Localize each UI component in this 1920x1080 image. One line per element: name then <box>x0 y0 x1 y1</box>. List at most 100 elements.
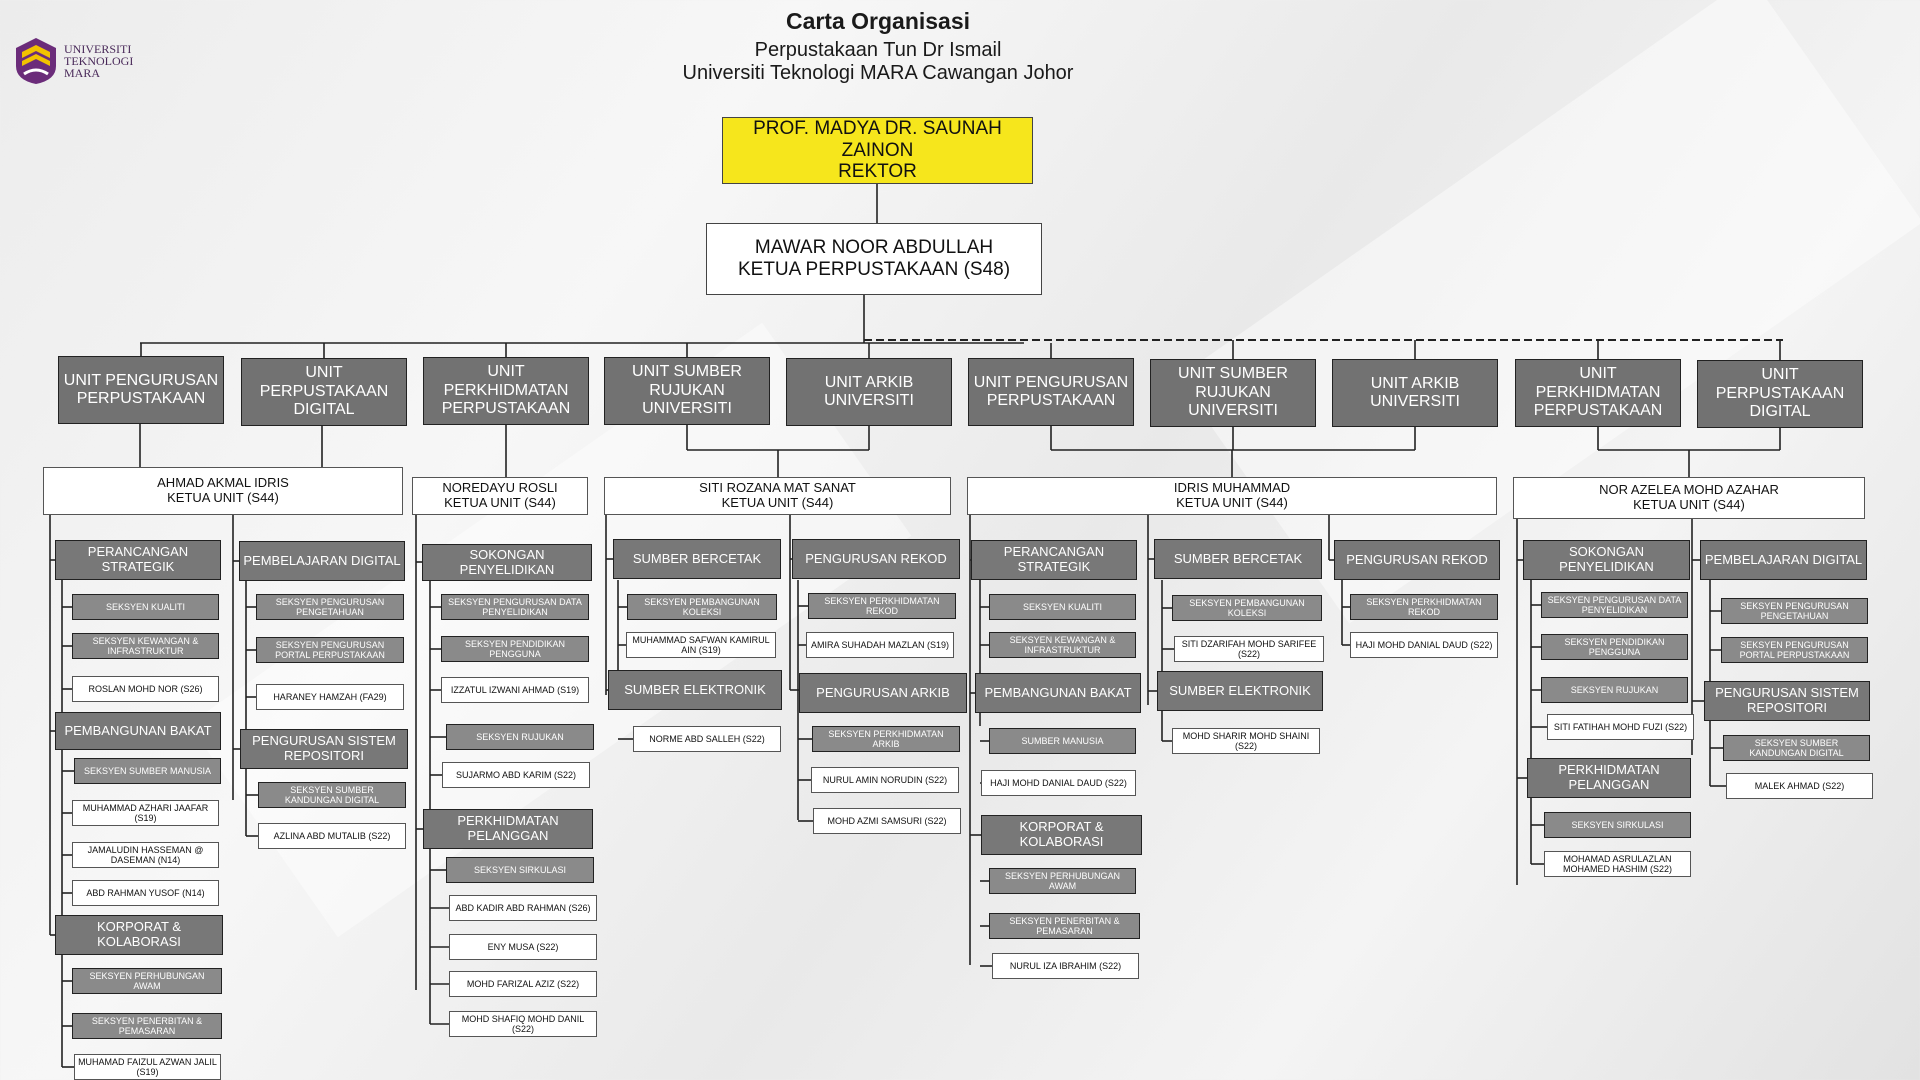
section-box: SUMBER ELEKTRONIK <box>608 670 782 710</box>
uitm-crest-icon <box>16 38 56 84</box>
staff-name: MOHD SHAFIQ MOHD DANIL (S22) <box>461 1013 585 1034</box>
section-box: PENGURUSAN REKOD <box>1334 540 1500 580</box>
staff-box: MOHD SHARIR MOHD SHAINI (S22) <box>1172 728 1320 754</box>
staff-box: MOHD AZMI SAMSURI (S22) <box>813 808 961 834</box>
subsection-label: SEKSYEN KUALITI <box>105 601 186 612</box>
subsection-box: SEKSYEN KEWANGAN & INFRASTRUKTUR <box>989 632 1136 658</box>
staff-box: HAJI MOHD DANIAL DAUD (S22) <box>1350 632 1498 658</box>
section-label: PEMBELAJARAN DIGITAL <box>243 552 401 568</box>
subsection-box: SEKSYEN PEMBANGUNAN KOLEKSI <box>627 594 777 620</box>
ketua-title: KETUA UNIT (S44) <box>167 490 279 505</box>
subsection-box: SEKSYEN PERKHIDMATAN REKOD <box>808 593 956 619</box>
staff-name: HAJI MOHD DANIAL DAUD (S22) <box>1355 639 1493 650</box>
subsection-label: SEKSYEN PERHUBUNGAN AWAM <box>89 970 205 991</box>
staff-name: MUHAMMAD SAFWAN KAMIRUL AIN (S19) <box>632 634 770 655</box>
subsection-label: SEKSYEN PERHUBUNGAN AWAM <box>1004 870 1121 891</box>
ketua-name: SITI ROZANA MAT SANAT <box>699 480 856 496</box>
subsection-label: SEKSYEN PERKHIDMATAN REKOD <box>1366 596 1482 617</box>
staff-name: IZZATUL IZWANI AHMAD (S19) <box>450 684 580 695</box>
unit-box: UNIT SUMBER RUJUKAN UNIVERSITI <box>604 357 770 425</box>
subsection-label: SEKSYEN PENGURUSAN PENGETAHUAN <box>275 596 385 617</box>
staff-box: MUHAMAD FAIZUL AZWAN JALIL (S19) <box>74 1054 221 1080</box>
staff-box: MUHAMMAD AZHARI JAAFAR (S19) <box>72 800 219 826</box>
subsection-box: SEKSYEN PENGURUSAN PENGETAHUAN <box>1721 598 1868 624</box>
section-box: SUMBER BERCETAK <box>613 539 781 579</box>
staff-name: NORME ABD SALLEH (S22) <box>649 733 765 744</box>
subsection-box: SEKSYEN KUALITI <box>989 594 1136 620</box>
subsection-label: SUMBER MANUSIA <box>1021 735 1104 746</box>
subsection-box: SEKSYEN PERHUBUNGAN AWAM <box>72 968 222 994</box>
staff-box: NORME ABD SALLEH (S22) <box>633 726 781 752</box>
staff-name: ABD KADIR ABD RAHMAN (S26) <box>455 902 591 913</box>
section-box: SUMBER ELEKTRONIK <box>1157 671 1323 711</box>
unit-box: UNIT PERKHIDMATAN PERPUSTAKAAN <box>1515 359 1681 427</box>
subsection-label: SEKSYEN PENGURUSAN PENGETAHUAN <box>1740 600 1849 621</box>
subsection-box: SEKSYEN PERKHIDMATAN REKOD <box>1350 594 1498 620</box>
subsection-label: SEKSYEN PEMBANGUNAN KOLEKSI <box>1189 597 1305 618</box>
subsection-label: SEKSYEN SUMBER KANDUNGAN DIGITAL <box>284 784 380 805</box>
staff-name: SITI DZARIFAH MOHD SARIFEE (S22) <box>1181 638 1317 659</box>
section-box: PEMBANGUNAN BAKAT <box>55 712 221 750</box>
unit-box: UNIT SUMBER RUJUKAN UNIVERSITI <box>1150 359 1316 427</box>
subsection-label: SEKSYEN PENGURUSAN DATA PENYELIDIKAN <box>448 596 582 617</box>
subsection-box: SEKSYEN RUJUKAN <box>1541 677 1688 703</box>
staff-box: IZZATUL IZWANI AHMAD (S19) <box>441 677 589 703</box>
unit-label: UNIT ARKIB UNIVERSITI <box>824 373 914 409</box>
staff-name: ROSLAN MOHD NOR (S26) <box>88 683 203 694</box>
ketua-title: KETUA UNIT (S44) <box>721 495 834 510</box>
staff-box: SITI FATIHAH MOHD FUZI (S22) <box>1547 714 1694 740</box>
staff-name: ABD RAHMAN YUSOF (N14) <box>86 887 205 898</box>
subsection-box: SEKSYEN SIRKULASI <box>446 857 594 883</box>
section-label: SUMBER ELEKTRONIK <box>1169 682 1311 698</box>
section-label: PENGURUSAN SISTEM REPOSITORI <box>252 733 396 763</box>
chart-subtitle-library: Perpustakaan Tun Dr Ismail <box>754 39 1002 61</box>
section-label: PEMBELAJARAN DIGITAL <box>1704 551 1863 567</box>
ketua-name: AHMAD AKMAL IDRIS <box>157 475 289 491</box>
staff-box: ABD RAHMAN YUSOF (N14) <box>72 880 219 906</box>
unit-label: UNIT PERKHIDMATAN PERPUSTAKAAN <box>1533 365 1663 420</box>
staff-name: MUHAMAD FAIZUL AZWAN JALIL (S19) <box>78 1056 217 1077</box>
section-label: SUMBER BERCETAK <box>1173 550 1303 566</box>
chief-title: KETUA PERPUSTAKAAN (S48) <box>737 259 1011 280</box>
unit-label: UNIT PERPUSTAKAAN DIGITAL <box>259 364 389 419</box>
staff-box: MOHD FARIZAL AZIZ (S22) <box>449 971 597 997</box>
staff-box: MALEK AHMAD (S22) <box>1726 773 1873 799</box>
subsection-label: SEKSYEN PENDIDIKAN PENGGUNA <box>1564 636 1665 657</box>
subsection-box: SEKSYEN PENDIDIKAN PENGGUNA <box>1541 634 1688 660</box>
unit-box: UNIT PENGURUSAN PERPUSTAKAAN <box>58 356 224 424</box>
staff-name: SITI FATIHAH MOHD FUZI (S22) <box>1553 721 1688 732</box>
subsection-box: SEKSYEN PENDIDIKAN PENGGUNA <box>441 636 589 662</box>
subsection-box: SEKSYEN RUJUKAN <box>446 724 594 750</box>
unit-label: UNIT PERKHIDMATAN PERPUSTAKAAN <box>441 363 571 418</box>
subsection-label: SEKSYEN KEWANGAN & INFRASTRUKTUR <box>92 635 199 656</box>
staff-box: MOHAMAD ASRULAZLAN MOHAMED HASHIM (S22) <box>1544 851 1691 877</box>
unit-box: UNIT PERPUSTAKAAN DIGITAL <box>1697 360 1863 428</box>
subsection-label: SEKSYEN PEMBANGUNAN KOLEKSI <box>644 596 760 617</box>
staff-name: MOHD SHARIR MOHD SHAINI (S22) <box>1182 730 1310 751</box>
section-label: PENGURUSAN REKOD <box>1346 551 1488 567</box>
logo-text-line1: UNIVERSITI <box>64 42 132 56</box>
unit-label: UNIT ARKIB UNIVERSITI <box>1370 374 1460 410</box>
staff-name: NURUL IZA IBRAHIM (S22) <box>1009 960 1122 971</box>
staff-box: JAMALUDIN HASSEMAN @ DASEMAN (N14) <box>72 842 219 868</box>
staff-name: HARANEY HAMZAH (FA29) <box>273 691 387 702</box>
section-box: KORPORAT & KOLABORASI <box>55 915 223 955</box>
section-box: PENGURUSAN ARKIB <box>799 673 967 713</box>
subsection-label: SEKSYEN SUMBER KANDUNGAN DIGITAL <box>1749 737 1844 758</box>
subsection-label: SEKSYEN PENERBITAN & PEMASARAN <box>1009 915 1120 936</box>
ketua-title: KETUA UNIT (S44) <box>1633 497 1745 512</box>
section-box: KORPORAT & KOLABORASI <box>981 815 1142 855</box>
staff-box: NURUL AMIN NORUDIN (S22) <box>811 767 959 793</box>
section-label: PENGURUSAN ARKIB <box>816 684 950 700</box>
subsection-box: SEKSYEN PENERBITAN & PEMASARAN <box>72 1013 222 1039</box>
staff-name: MOHD FARIZAL AZIZ (S22) <box>466 978 580 989</box>
subsection-label: SEKSYEN PENDIDIKAN PENGGUNA <box>464 638 566 659</box>
staff-name: AZLINA ABD MUTALIB (S22) <box>273 830 391 841</box>
